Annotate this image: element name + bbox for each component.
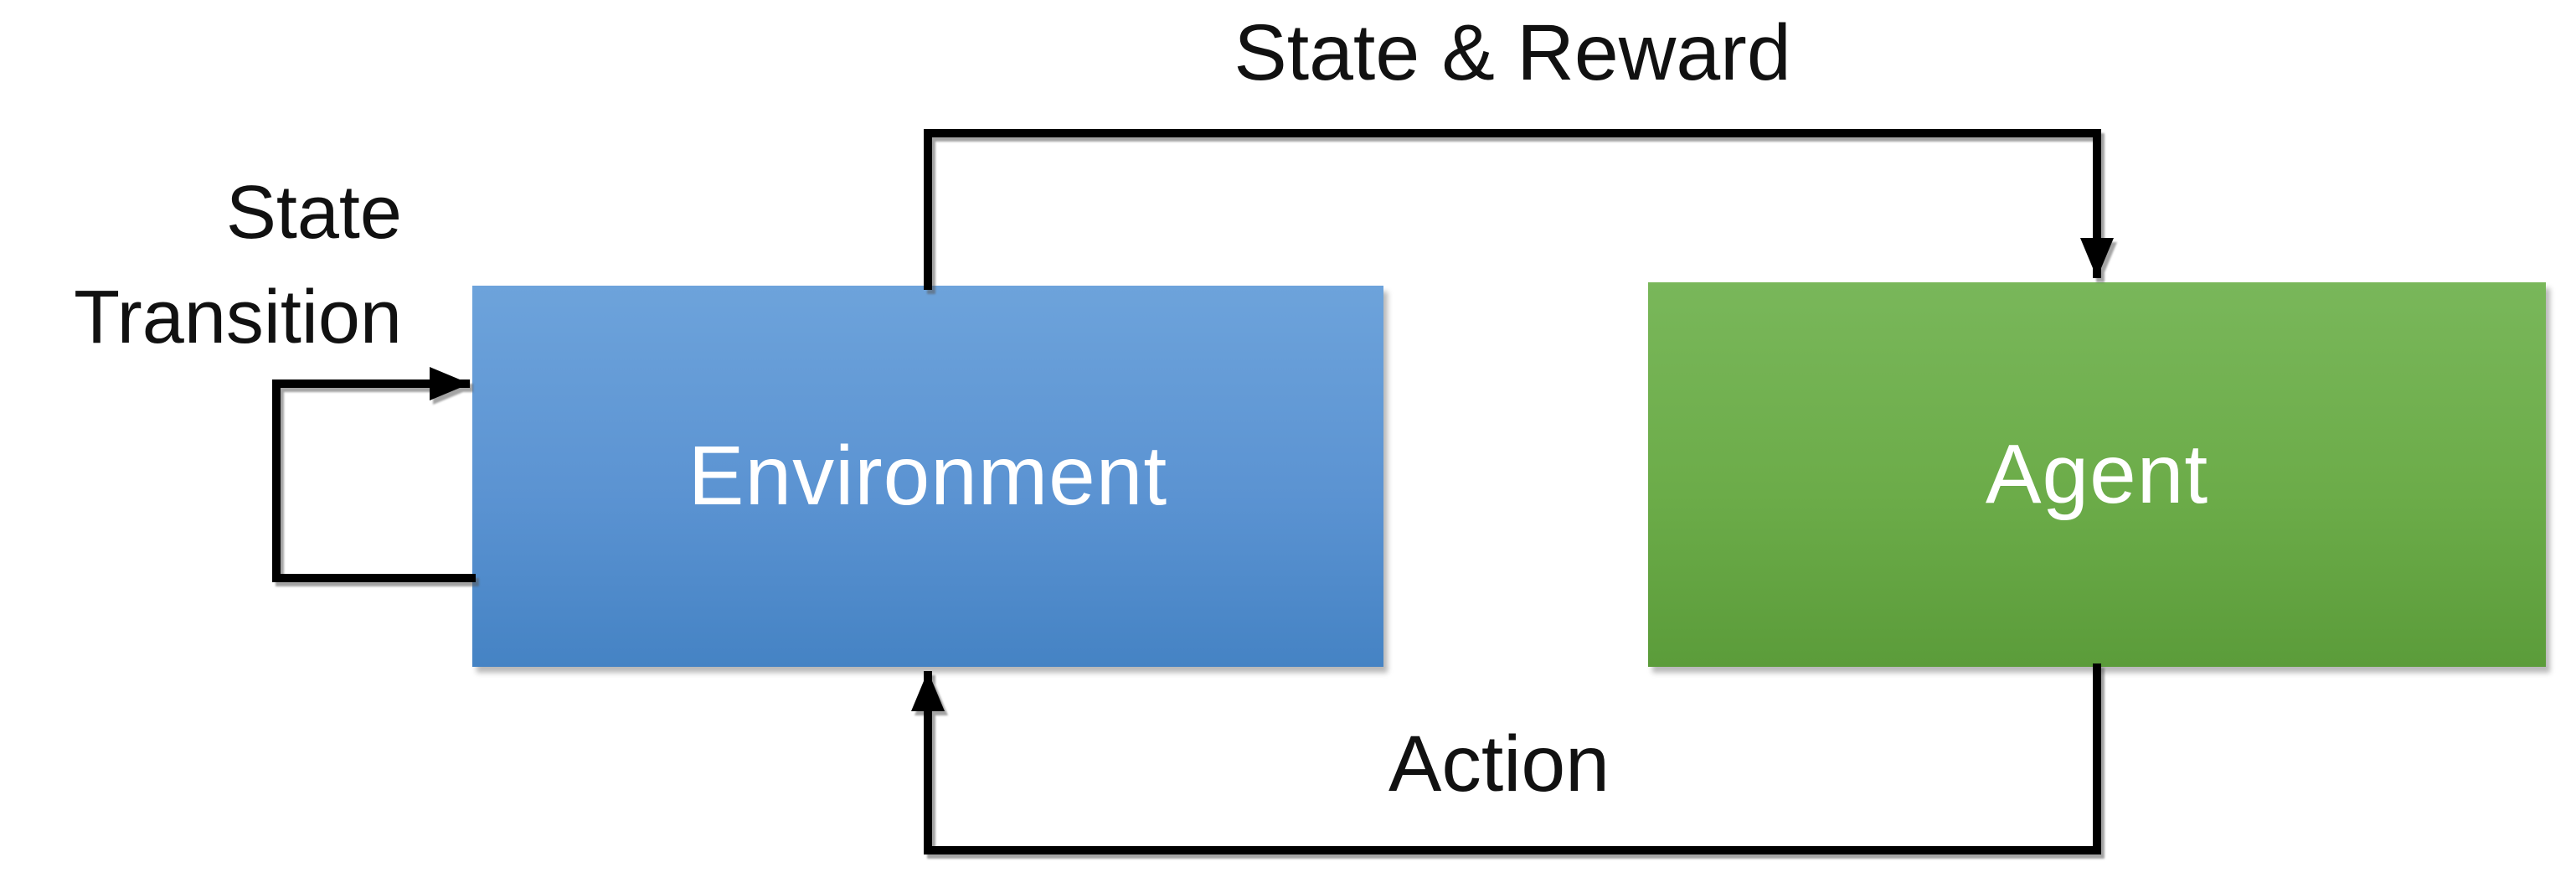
agent-label: Agent [1985,427,2209,521]
environment-label: Environment [688,429,1168,523]
environment-node: Environment [472,286,1383,667]
action-label: Action [1388,720,1610,808]
agent-node: Agent [1648,282,2546,667]
state-transition-label-line2: Transition [74,276,402,359]
state-reward-arrow [924,129,2114,290]
state-transition-label-line1: State [225,171,402,255]
state-transition-label: State Transition [0,161,402,370]
state-transition-arrow [272,367,476,582]
state-reward-label: State & Reward [1234,8,1791,97]
